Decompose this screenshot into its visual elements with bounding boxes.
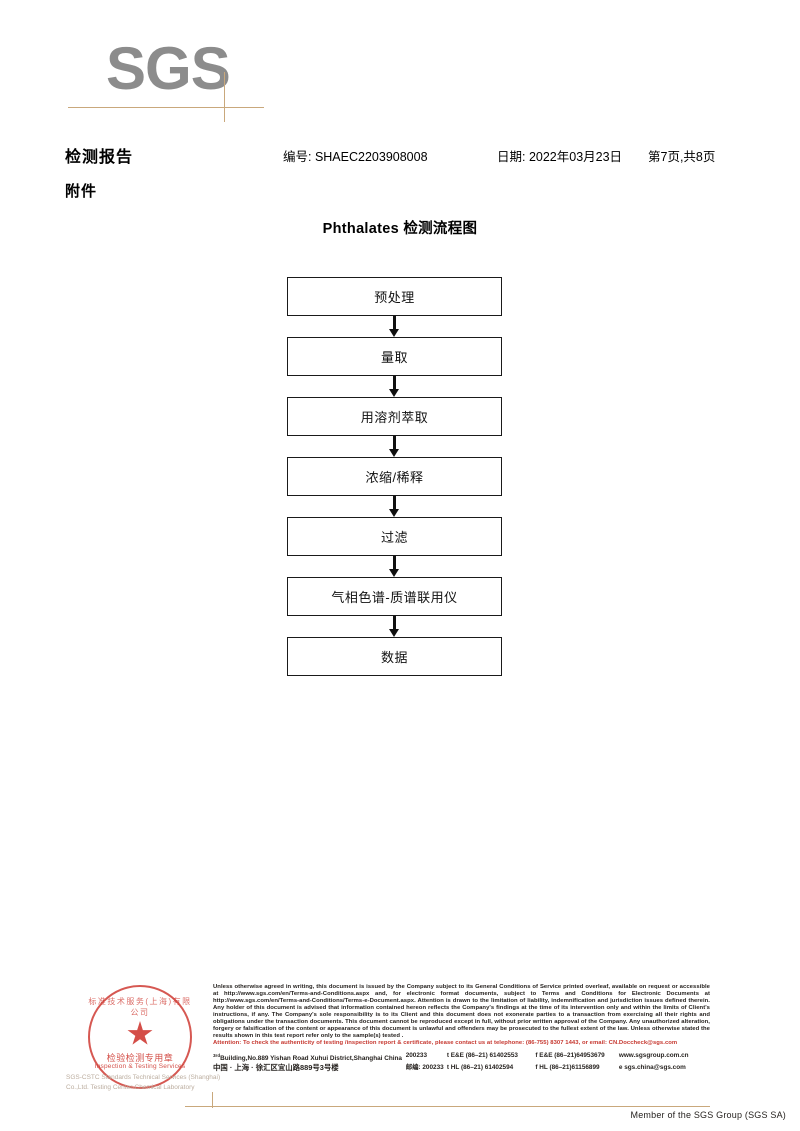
attention-notice: Attention: To check the authenticity of … [213,1040,678,1047]
table-row: 3rdBuilding,No.889 Yishan Road Xuhui Dis… [213,1051,710,1064]
contact-table: 3rdBuilding,No.889 Yishan Road Xuhui Dis… [213,1051,710,1073]
flow-arrow-down-icon [287,316,502,337]
legal-disclaimer: Unless otherwise agreed in writing, this… [213,984,710,1040]
website-cell[interactable]: www.sgsgroup.com.cn [618,1051,689,1059]
address-ordinal-sup: 3rd [213,1052,221,1058]
flow-step-box: 过滤 [287,517,502,556]
sgs-logo-text: SGS [106,35,231,102]
fax-en-cell: f E&E (86–21)64953679 [535,1051,605,1059]
footer-vertical-tick [212,1092,213,1108]
sgs-logo: SGS [68,35,266,122]
flow-arrow-down-icon [287,436,502,457]
flow-arrow-down-icon [287,496,502,517]
flow-step-box: 气相色谱-质谱联用仪 [287,577,502,616]
flowchart: 预处理 量取 用溶剂萃取 浓缩/稀释 过滤 气相色谱-质谱联用仪 数据 [287,277,504,676]
report-date: 日期: 2022年03月23日 [497,150,623,164]
page-title: 检测报告 [65,149,134,166]
report-number: 编号: SHAEC2203908008 [283,150,428,164]
flow-step-box: 量取 [287,337,502,376]
flow-arrow-down-icon [287,616,502,637]
page-indicator: 第7页,共8页 [648,150,716,164]
group-membership-note: Member of the SGS Group (SGS SA) [630,1110,786,1120]
address-en-text: Building,No.889 Yishan Road Xuhui Distri… [220,1054,402,1062]
address-en-cell: 3rdBuilding,No.889 Yishan Road Xuhui Dis… [213,1051,406,1064]
zip-en-cell: 200233 [405,1051,428,1059]
seal-cn-label: 检验检测专用章 [106,1053,174,1063]
seal-faded-company-text: SGS-CSTC Standards Technical Services (S… [66,1074,221,1091]
flow-arrow-down-icon [287,376,502,397]
flow-step-box: 用溶剂萃取 [287,397,502,436]
address-cn-cell: 中国 · 上海 · 徐汇区宜山路889号3号楼 [213,1063,339,1073]
footer-horizontal-rule [185,1106,710,1107]
company-seal-stamp: 标准技术服务(上海)有限公司 检验检测专用章 Inspection & Test… [88,985,192,1089]
fax-cn-cell: f HL (86–21)61156899 [535,1064,600,1072]
footer-block: Unless otherwise agreed in writing, this… [213,984,710,1073]
flowchart-title: Phthalates 检测流程图 [322,221,478,237]
email-cell[interactable]: e sgs.china@sgs.com [618,1064,686,1072]
flow-step-box: 浓缩/稀释 [287,457,502,496]
seal-ring [88,985,192,1089]
document-header: 检测报告 编号: SHAEC2203908008 日期: 2022年03月23日… [0,143,800,167]
logo-horizontal-rule [68,107,264,108]
attachment-label: 附件 [65,183,98,200]
seal-en-label: Inspection & Testing Services [94,1063,186,1070]
zip-cn-cell: 邮编: 200233 [405,1064,444,1072]
table-row: 中国 · 上海 · 徐汇区宜山路889号3号楼 邮编: 200233 t HL … [213,1063,710,1073]
tel-cn-cell: t HL (86–21) 61402594 [446,1064,514,1072]
flow-step-box: 预处理 [287,277,502,316]
flow-arrow-down-icon [287,556,502,577]
flow-step-box: 数据 [287,637,502,676]
seal-arc-text: 标准技术服务(上海)有限公司 [88,997,192,1017]
logo-vertical-rule [224,72,225,122]
tel-en-cell: t E&E (86–21) 61402553 [446,1051,518,1059]
